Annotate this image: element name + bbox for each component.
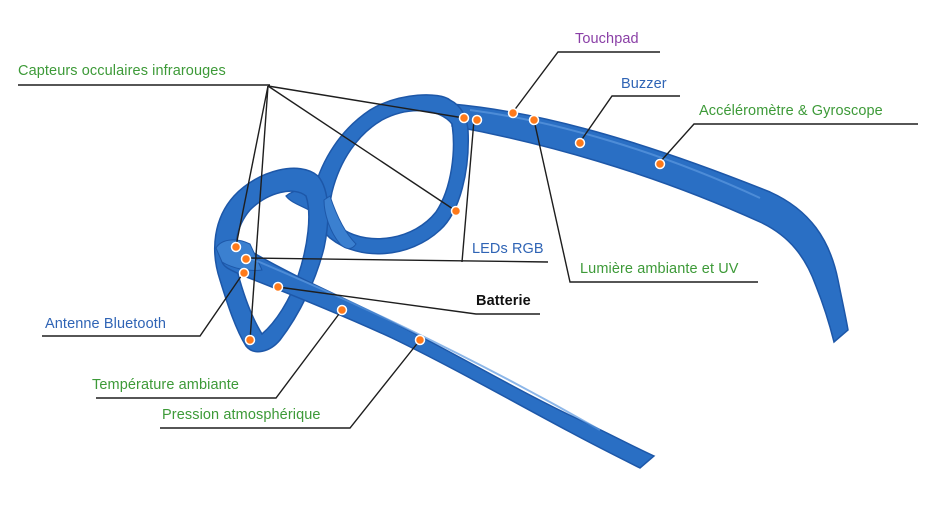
label-ambient-temperature: Température ambiante <box>92 377 240 393</box>
label-ambient-light-uv: Lumière ambiante et UV <box>580 261 739 277</box>
leader-pressure <box>160 339 421 429</box>
label-battery: Batterie <box>476 293 531 309</box>
nose-pad <box>323 195 357 249</box>
sensor-dot <box>458 112 470 124</box>
left-lens-rim <box>214 167 329 353</box>
label-infrared-sensors: Capteurs occulaires infrarouges <box>18 63 226 79</box>
label-touchpad: Touchpad <box>575 31 639 47</box>
leader-infrared-3 <box>267 85 457 212</box>
sensor-dot <box>507 107 519 119</box>
sensor-dot <box>654 158 666 170</box>
leader-infrared-1 <box>235 85 269 247</box>
leader-accel <box>659 123 918 163</box>
sensor-dot <box>240 253 252 265</box>
sensor-dot <box>528 114 540 126</box>
leader-battery <box>277 286 540 315</box>
sensor-dot <box>272 281 284 293</box>
leader-lines <box>18 51 918 429</box>
frame-highlight <box>249 257 601 431</box>
label-leds-rgb: LEDs RGB <box>472 241 544 257</box>
label-buzzer: Buzzer <box>621 76 667 92</box>
sensor-dots <box>230 107 666 346</box>
sensor-dot <box>574 137 586 149</box>
leader-infrared-2 <box>249 85 269 341</box>
sensor-dot <box>238 267 250 279</box>
leader-leds-horizontal <box>245 257 549 263</box>
sensor-dot <box>336 304 348 316</box>
leader-bluetooth <box>42 271 245 337</box>
sensor-dot <box>471 114 483 126</box>
label-bluetooth-antenna: Antenne Bluetooth <box>45 316 167 332</box>
sensor-dot <box>450 205 462 217</box>
leader-buzzer <box>579 95 680 143</box>
sensor-dot <box>244 334 256 346</box>
leader-leds-vertical <box>461 119 475 263</box>
sensor-dot <box>230 241 242 253</box>
leader-infrared-4 <box>267 85 465 119</box>
leader-ambient-uv <box>533 119 758 283</box>
frame-highlight <box>469 109 761 199</box>
label-accelerometer-gyroscope: Accéléromètre & Gyroscope <box>699 103 883 119</box>
label-atmospheric-pressure: Pression atmosphérique <box>162 407 321 423</box>
leader-touchpad <box>512 51 660 113</box>
hinge-block <box>215 239 263 271</box>
right-temple-arm <box>451 103 849 344</box>
sensor-dot <box>414 334 426 346</box>
leader-temperature <box>96 309 343 399</box>
